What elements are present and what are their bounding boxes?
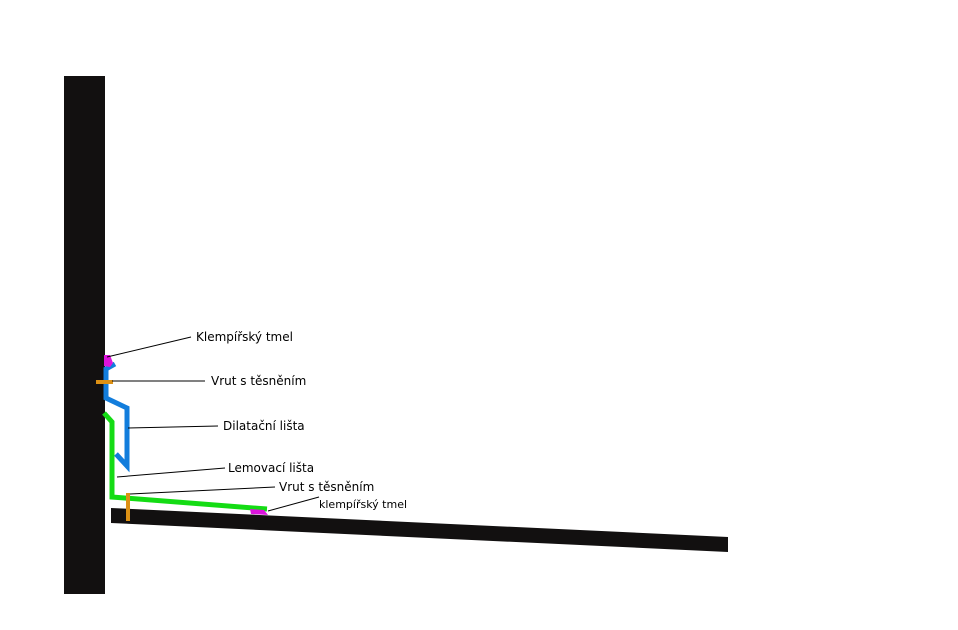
- label-sealant-bottom: klempířský tmel: [319, 498, 408, 511]
- label-flashing-strip: Lemovací lišta: [228, 461, 315, 475]
- label-sealant-top: Klempířský tmel: [196, 330, 293, 344]
- leader-expansion-strip: [127, 425, 219, 429]
- roof-deck: [111, 508, 728, 552]
- screw-top: [96, 380, 113, 384]
- leader-flashing-strip: [116, 467, 226, 478]
- leader-sealant-top: [106, 336, 192, 358]
- flashing-strip: [102, 411, 268, 512]
- leader-screw-bottom: [129, 486, 276, 495]
- wall: [64, 76, 105, 594]
- sealant-top: [104, 355, 113, 367]
- sealant-bottom: [250, 509, 268, 515]
- leader-sealant-bottom: [267, 496, 320, 512]
- label-screw-bottom: Vrut s těsněním: [279, 480, 375, 494]
- label-expansion-strip: Dilatační lišta: [223, 419, 305, 433]
- expansion-strip: [103, 361, 130, 473]
- leader-lines: [106, 336, 320, 512]
- screw-bottom: [126, 493, 130, 521]
- label-screw-top: Vrut s těsněním: [211, 374, 307, 388]
